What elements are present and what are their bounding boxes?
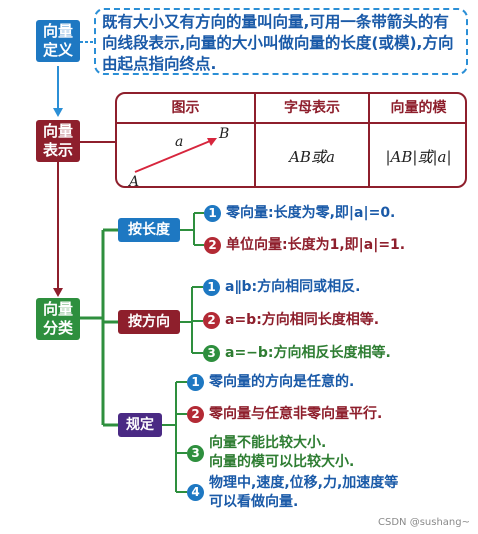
header-modulus: 向量的模 <box>390 100 447 116</box>
zero-vector-item: 零向量:长度为零,即|a|=0. <box>226 205 396 221</box>
rule-3-item-line2: 向量的模可以比较大小. <box>209 454 355 470</box>
point-b-label: B <box>218 126 229 142</box>
rule-4-item-line2: 可以看做向量. <box>209 494 299 510</box>
figure-cell: A B a <box>117 124 254 188</box>
representation-tag: 向量 表示 <box>36 120 80 162</box>
definition-text: 既有大小又有方向的量叫向量,可用一条带箭头的有向线段表示,向量的大小叫做向量的长… <box>94 8 468 75</box>
num-badge: 3 <box>187 445 204 462</box>
header-letter: 字母表示 <box>284 100 340 116</box>
definition-tag: 向量 定义 <box>36 20 80 62</box>
num-badge: 1 <box>187 374 204 391</box>
unit-vector-item: 单位向量:长度为1,即|a|=1. <box>226 237 406 253</box>
parallel-item: a∥b:方向相同或相反. <box>225 279 361 295</box>
letter-repr: AB或a <box>289 147 335 166</box>
rule-4-item-line1: 物理中,速度,位移,力,加速度等 <box>209 475 399 491</box>
rule-2-item: 零向量与任意非零向量平行. <box>209 406 383 422</box>
num-badge: 4 <box>187 484 204 501</box>
num-badge: 1 <box>204 205 221 222</box>
letter-repr-cell: AB或a <box>256 124 368 186</box>
vector-a-label: a <box>175 134 183 150</box>
rule-1-item: 零向量的方向是任意的. <box>209 374 355 390</box>
rules-tag: 规定 <box>118 413 162 437</box>
num-badge: 2 <box>187 406 204 423</box>
vector-figure: A B a <box>127 126 229 188</box>
table-header-divider <box>117 122 465 124</box>
representation-table: 图示 字母表示 向量的模 A B a AB或a |AB|或|a| <box>115 92 467 188</box>
equal-item: a=b:方向相同长度相等. <box>225 312 380 328</box>
table-col-divider <box>254 94 256 186</box>
header-figure: 图示 <box>171 100 200 116</box>
opposite-item: a=−b:方向相反长度相等. <box>225 345 391 361</box>
table-col-divider <box>368 94 370 186</box>
classification-tag: 向量 分类 <box>36 298 80 340</box>
num-badge: 1 <box>203 279 220 296</box>
point-a-label: A <box>127 174 139 188</box>
num-badge: 2 <box>204 237 221 254</box>
modulus-repr: |AB|或|a| <box>385 147 452 166</box>
num-badge: 3 <box>203 345 220 362</box>
rule-3-item-line1: 向量不能比较大小. <box>209 435 327 451</box>
modulus-repr-cell: |AB|或|a| <box>370 124 465 186</box>
watermark: CSDN @sushang~ <box>378 517 470 528</box>
num-badge: 2 <box>203 312 220 329</box>
by-length-tag: 按长度 <box>118 218 180 242</box>
by-direction-tag: 按方向 <box>118 310 180 334</box>
